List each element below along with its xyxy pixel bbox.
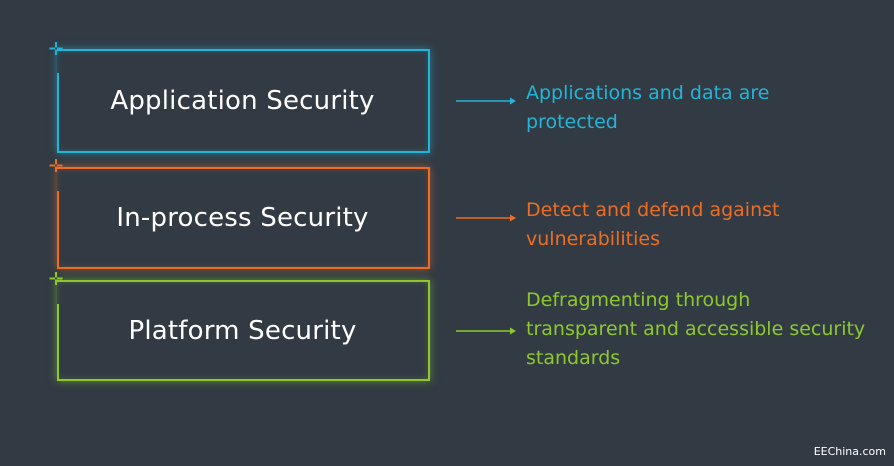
watermark-text: EEChina.com [813, 445, 886, 458]
plus-icon-platform: ✛ [48, 269, 64, 290]
arrow-right-icon [456, 97, 516, 105]
application-security-box: Application Security [57, 49, 430, 153]
arrow-right-icon [456, 214, 516, 222]
application-security-description: Applications and data are protected [526, 82, 770, 133]
inprocess-security-description: Detect and defend against vulnerabilitie… [526, 199, 780, 250]
arrow-right-icon [456, 327, 516, 335]
platform-security-description: Defragmenting through transparent and ac… [526, 289, 866, 369]
plus-icon-inprocess: ✛ [48, 156, 64, 177]
inprocess-security-label: In-process Security [116, 203, 369, 233]
platform-security-label: Platform Security [128, 315, 357, 346]
plus-icon-application: ✛ [48, 39, 64, 60]
platform-security-box: Platform Security [57, 280, 430, 381]
application-security-label: Application Security [110, 86, 375, 116]
inprocess-security-box: In-process Security [57, 167, 430, 269]
